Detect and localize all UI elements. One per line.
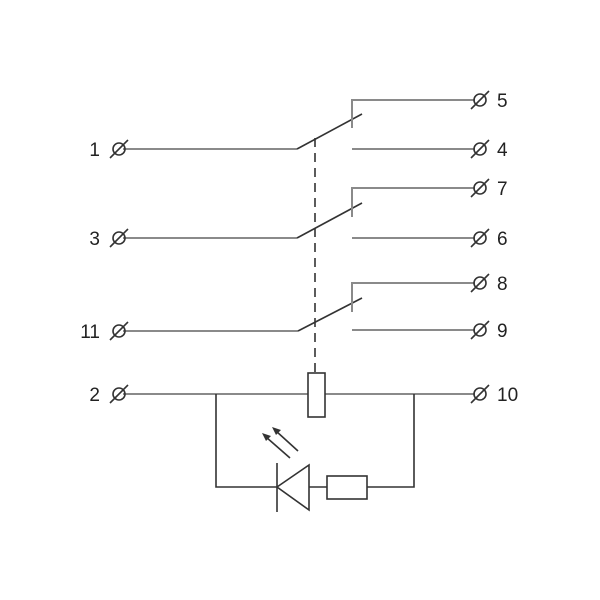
terminal-slash [470,139,490,159]
terminal-slash [109,321,129,341]
terminal-slash [470,178,490,198]
terminal-11: 11 [80,321,129,343]
terminal-label: 3 [89,229,100,250]
wire-nc-1 [351,99,475,128]
terminal-circle-icon [112,142,126,156]
terminal-circle-icon [473,231,487,245]
terminal-label: 4 [497,140,508,161]
relay-coil [307,372,326,418]
terminal-label: 2 [89,385,100,406]
wire-nc-2 [351,187,475,217]
wire-led-right [367,394,415,488]
terminal-circle-icon [473,181,487,195]
terminal-3: 3 [89,228,129,250]
terminal-6: 6 [470,228,508,250]
contact-group-3 [123,282,475,332]
led-icon [275,463,310,512]
terminal-circle-icon [112,231,126,245]
light-emission-arrows-icon [262,427,299,459]
terminal-circle-icon [112,387,126,401]
wire-nc-3 [351,282,475,312]
terminal-slash [109,384,129,404]
terminal-circle-icon [473,387,487,401]
terminal-8: 8 [470,273,508,295]
terminal-slash [470,273,490,293]
terminals: 1 3 11 2 5 4 7 6 8 9 10 [80,90,518,406]
terminal-label: 1 [89,140,100,161]
terminal-label: 9 [497,321,508,342]
terminal-label: 5 [497,91,508,112]
terminal-slash [470,228,490,248]
terminal-1: 1 [89,139,129,161]
terminal-label: 7 [497,179,508,200]
coil-circuit [123,372,475,512]
terminal-slash [470,320,490,340]
terminal-label: 10 [497,385,518,406]
terminal-4: 4 [470,139,508,161]
terminal-slash [470,384,490,404]
terminal-slash [109,228,129,248]
terminal-circle-icon [473,276,487,290]
terminal-5: 5 [470,90,508,112]
terminal-label: 11 [80,322,100,343]
contact-group-2 [123,187,475,239]
contact-group-1 [123,99,475,150]
terminal-10: 10 [470,384,518,406]
terminal-circle-icon [473,323,487,337]
terminal-circle-icon [473,142,487,156]
terminal-label: 8 [497,274,508,295]
terminal-slash [470,90,490,110]
terminal-7: 7 [470,178,508,200]
resistor [326,475,368,500]
terminal-slash [109,139,129,159]
terminal-9: 9 [470,320,508,342]
terminal-2: 2 [89,384,129,406]
wire-led-left [215,394,277,488]
terminal-circle-icon [473,93,487,107]
terminal-label: 6 [497,229,508,250]
terminal-circle-icon [112,324,126,338]
